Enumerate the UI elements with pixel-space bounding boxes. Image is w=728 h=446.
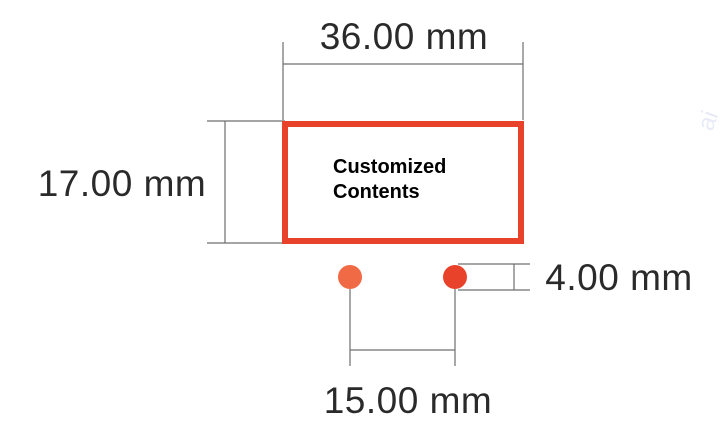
dot-diameter-label: 4.00 mm	[545, 257, 692, 298]
width-label: 36.00 mm	[320, 16, 489, 57]
label-frame	[282, 121, 524, 244]
watermark-mark: ai	[692, 107, 724, 134]
label-text-line1: Customized	[333, 156, 446, 178]
dot-spacing-label: 15.00 mm	[324, 380, 493, 421]
height-dimension: 17.00 mm	[38, 120, 285, 244]
svg-text:ai: ai	[692, 107, 724, 134]
right-dot	[443, 265, 467, 289]
width-dimension: 36.00 mm	[282, 16, 524, 120]
height-label: 17.00 mm	[38, 163, 207, 204]
label-text-line2: Contents	[333, 181, 420, 203]
left-dot	[338, 265, 362, 289]
dot-spacing-dimension: 15.00 mm	[324, 289, 493, 421]
dot-diameter-dimension: 4.00 mm	[458, 257, 692, 298]
